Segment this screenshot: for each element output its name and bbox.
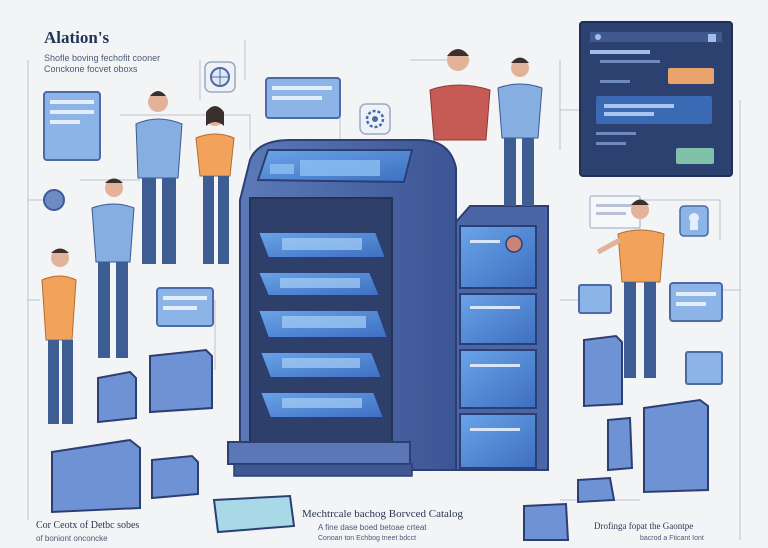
caption-bottom-left-title: Cor Ceotx of Detbc sobes — [36, 520, 140, 531]
person-5 — [429, 49, 491, 141]
person-2 — [195, 106, 235, 264]
dashboard-panel — [579, 21, 733, 177]
caption-bottom-center-line3: Conoan ton Echbog tneet bdcct — [318, 535, 417, 542]
brand-subtitle-line1: Shofle boving fechofit cooner — [44, 53, 161, 63]
person-1 — [135, 91, 183, 264]
gear-icon — [365, 109, 385, 129]
catalog-kiosk — [227, 139, 457, 477]
brand-title: Alation's — [44, 28, 110, 47]
caption-bottom-right-sub: bacrod a Fticant Iont — [640, 535, 704, 542]
user-icon — [43, 189, 65, 211]
person-7 — [596, 199, 665, 378]
floating-screens — [43, 61, 723, 385]
brand-subtitle-line2: Conckone focvet oboxs — [44, 64, 138, 74]
globe-icon — [210, 67, 230, 87]
kiosk-shelves — [256, 231, 390, 419]
caption-bottom-left-sub: of boniont onconcke — [36, 534, 108, 543]
caption-bottom-center-line2: A fine dase boed betoae crteat — [318, 523, 427, 532]
person-4 — [41, 248, 77, 424]
caption-bottom-center-title: Mechtrcale bachog Borvced Catalog — [302, 508, 463, 520]
person-6 — [497, 57, 543, 206]
caption-bottom-right-title: Drofinga fopat the Gaontpe — [594, 521, 694, 531]
person-3 — [91, 178, 135, 358]
file-cabinet — [455, 205, 549, 471]
data-boxes — [51, 334, 709, 541]
database-icon — [689, 213, 699, 230]
